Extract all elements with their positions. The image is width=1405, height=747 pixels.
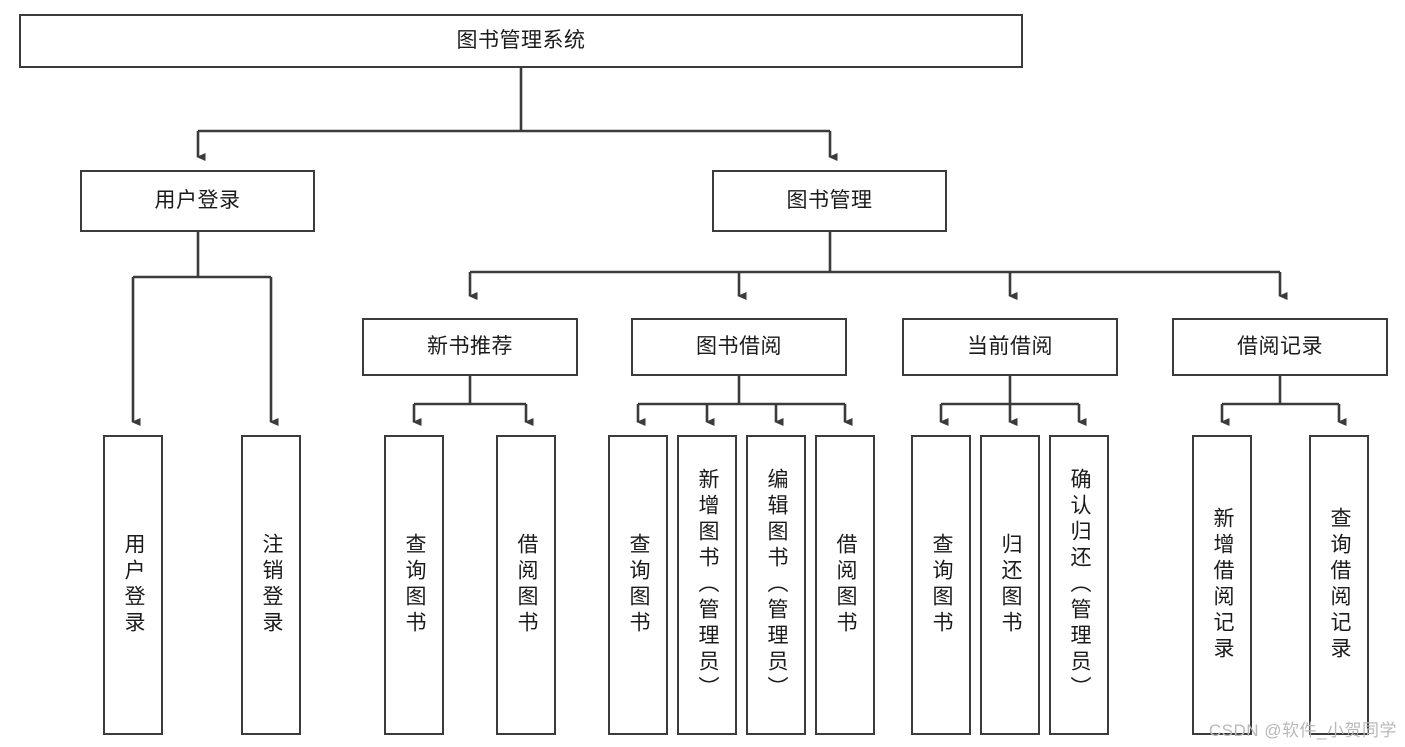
- leaf-add-book[interactable]: 新增图书（管理员）: [677, 435, 737, 735]
- node-book-manage-label: 图书管理: [786, 188, 873, 212]
- node-user-login-label: 用户登录: [154, 188, 241, 212]
- node-new-book-rec[interactable]: 新书推荐: [362, 318, 578, 376]
- leaf-borrow-book-2-label: 借阅图书: [834, 533, 858, 637]
- leaf-query-book-2[interactable]: 查询图书: [608, 435, 668, 735]
- leaf-query-book-1[interactable]: 查询图书: [384, 435, 444, 735]
- leaf-user-login[interactable]: 用户登录: [103, 435, 163, 735]
- leaf-borrow-book-2[interactable]: 借阅图书: [815, 435, 875, 735]
- node-book-manage[interactable]: 图书管理: [712, 170, 947, 232]
- leaf-query-book-2-label: 查询图书: [627, 533, 651, 637]
- node-user-login[interactable]: 用户登录: [80, 170, 315, 232]
- node-new-book-rec-label: 新书推荐: [427, 334, 513, 358]
- node-book-borrow[interactable]: 图书借阅: [631, 318, 847, 376]
- node-current-borrow-label: 当前借阅: [967, 334, 1053, 358]
- leaf-user-login-label: 用户登录: [122, 533, 146, 637]
- node-borrow-record[interactable]: 借阅记录: [1172, 318, 1388, 376]
- leaf-borrow-book-1-label: 借阅图书: [515, 533, 539, 637]
- leaf-add-record[interactable]: 新增借阅记录: [1192, 435, 1252, 735]
- leaf-logout-label: 注销登录: [260, 533, 284, 637]
- leaf-query-book-3[interactable]: 查询图书: [911, 435, 971, 735]
- node-root-label: 图书管理系统: [456, 28, 586, 52]
- leaf-query-record[interactable]: 查询借阅记录: [1309, 435, 1369, 735]
- leaf-logout[interactable]: 注销登录: [241, 435, 301, 735]
- watermark-text: CSDN @软件_小贺同学: [1208, 721, 1397, 740]
- leaf-query-book-3-label: 查询图书: [930, 533, 954, 637]
- leaf-query-record-label: 查询借阅记录: [1328, 507, 1352, 663]
- leaf-query-book-1-label: 查询图书: [403, 533, 427, 637]
- node-current-borrow[interactable]: 当前借阅: [902, 318, 1118, 376]
- leaf-confirm-return[interactable]: 确认归还（管理员）: [1049, 435, 1109, 735]
- node-root[interactable]: 图书管理系统: [19, 14, 1023, 68]
- leaf-add-book-label: 新增图书（管理员）: [696, 468, 720, 702]
- leaf-add-record-label: 新增借阅记录: [1211, 507, 1235, 663]
- leaf-return-book[interactable]: 归还图书: [980, 435, 1040, 735]
- leaf-edit-book[interactable]: 编辑图书（管理员）: [746, 435, 806, 735]
- node-book-borrow-label: 图书借阅: [696, 334, 782, 358]
- leaf-return-book-label: 归还图书: [999, 533, 1023, 637]
- leaf-edit-book-label: 编辑图书（管理员）: [765, 468, 789, 702]
- node-borrow-record-label: 借阅记录: [1237, 334, 1323, 358]
- leaf-borrow-book-1[interactable]: 借阅图书: [496, 435, 556, 735]
- leaf-confirm-return-label: 确认归还（管理员）: [1068, 468, 1092, 702]
